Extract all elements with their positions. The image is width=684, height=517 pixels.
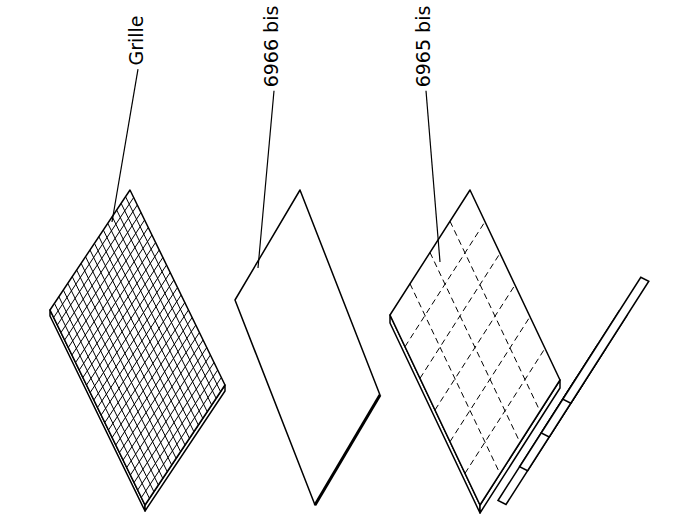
grid-line	[68, 228, 148, 348]
grid-line	[138, 370, 218, 490]
grid-line	[90, 273, 170, 393]
grid-line	[57, 205, 137, 325]
grille-panel	[50, 190, 225, 511]
grid-line	[101, 295, 181, 415]
leader-line	[426, 91, 440, 262]
grid-line	[94, 280, 174, 400]
grid-line	[105, 303, 185, 423]
part-label: Grille	[127, 15, 146, 65]
support-bar	[563, 277, 649, 403]
panel-outline	[390, 190, 560, 505]
grid-line	[90, 250, 185, 445]
grid-line	[98, 288, 178, 408]
leader-line	[258, 91, 274, 268]
grid-line	[123, 340, 203, 460]
dashed-grid	[420, 253, 500, 378]
grid-line	[79, 250, 159, 370]
grid-line	[65, 220, 145, 340]
dashed-grid	[410, 284, 500, 474]
sheet-edge	[315, 395, 380, 505]
dashed-grid	[430, 253, 520, 443]
grid-line	[130, 355, 210, 475]
grid-line	[86, 257, 181, 452]
grid-line	[54, 198, 134, 318]
part-label: 6965 bis	[414, 5, 433, 87]
dashed-grid	[465, 348, 545, 473]
panel-outline	[50, 190, 225, 505]
dashed-grid	[405, 222, 485, 347]
part-label: 6966 bis	[262, 5, 281, 87]
leader-line	[112, 69, 138, 222]
panel-outline	[235, 190, 380, 505]
grid-line	[112, 318, 192, 438]
grid-line	[116, 325, 196, 445]
dashed-grid	[435, 285, 515, 410]
grid-line	[61, 213, 141, 333]
plain-sheet	[235, 190, 380, 505]
grid-line	[141, 378, 221, 498]
grid-line	[76, 243, 156, 363]
dashed-grid	[450, 317, 530, 442]
grid-line	[119, 333, 199, 453]
grid-line	[72, 235, 152, 355]
grid-line	[134, 363, 214, 483]
grid-line	[94, 243, 189, 438]
grid-line	[127, 348, 207, 468]
grid-line	[108, 310, 188, 430]
gridded-sheet	[390, 190, 649, 513]
grid-line	[87, 265, 167, 385]
leader-lines	[112, 69, 440, 268]
grid-line	[83, 258, 163, 378]
